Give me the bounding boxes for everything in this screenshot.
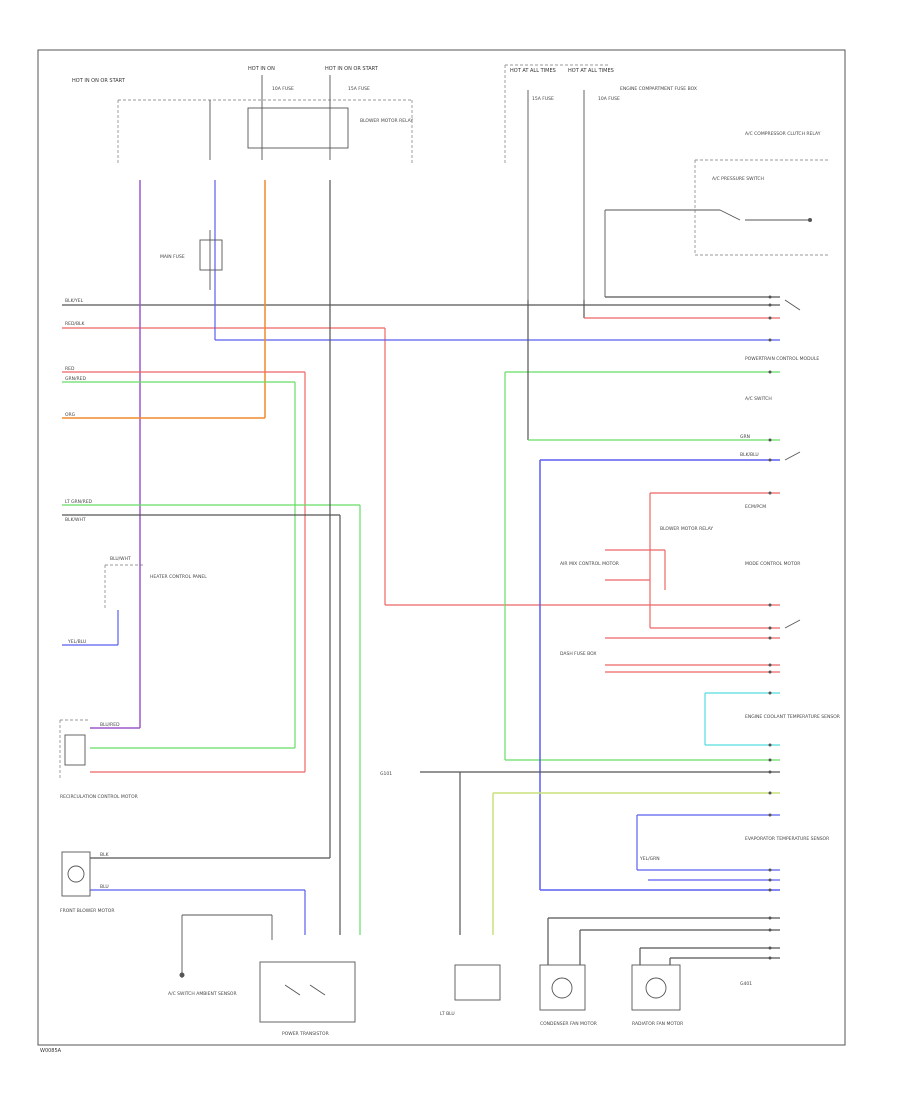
label-wire-blk-blu: BLK/BLU: [740, 452, 759, 458]
label-fuse-1: 10A FUSE: [272, 86, 294, 92]
label-wire-blk: BLK: [100, 852, 110, 858]
diagram-frame: [37, 49, 846, 1046]
front-blower-motor: FRONT BLOWER MOTOR: [60, 851, 114, 914]
label-wire-blu-wht: BLU/WHT: [110, 556, 131, 562]
label-wire-blk-yel: BLK/YEL: [65, 298, 84, 304]
label-wire-yel-blu: YEL/BLU: [67, 639, 86, 645]
label-pcm: POWERTRAIN CONTROL MODULE: [745, 356, 819, 362]
label-power-transistor: POWER TRANSISTOR: [282, 1031, 329, 1037]
right-wiring: [420, 305, 780, 965]
label-condenser-fan: CONDENSER FAN MOTOR: [540, 1021, 597, 1027]
label-ac-switch: A/C SWITCH: [745, 396, 772, 402]
right-labels: POWERTRAIN CONTROL MODULE A/C SWITCH ECM…: [380, 356, 840, 987]
label-evap-temp: EVAPORATOR TEMPERATURE SENSOR: [745, 836, 829, 842]
power-transistor: POWER TRANSISTOR: [259, 961, 356, 1037]
compressor-relay-box: A/C COMPRESSOR CLUTCH RELAY A/C PRESSURE…: [604, 131, 830, 297]
label-engine-coolant: ENGINE COOLANT TEMPERATURE SENSOR: [745, 714, 840, 720]
bus-lines: [62, 180, 780, 606]
footer-code: W0085A: [40, 1048, 62, 1054]
label-fuse-2: 15A FUSE: [348, 86, 370, 92]
label-hvac-relay: BLOWER MOTOR RELAY: [360, 118, 413, 124]
label-fuse-block-d: HOT AT ALL TIMES: [568, 68, 614, 74]
label-blower-relay: BLOWER MOTOR RELAY: [660, 526, 713, 532]
left-colored-wires: [62, 180, 361, 935]
label-fuse-4: 10A FUSE: [598, 96, 620, 102]
ac-switch-ambient: A/C SWITCH AMBIENT SENSOR: [168, 914, 273, 997]
label-wire-grn-red: GRN/RED: [65, 376, 86, 382]
label-mode-motor: MODE CONTROL MOTOR: [745, 561, 800, 567]
label-ac-pressure-switch: A/C PRESSURE SWITCH: [712, 176, 764, 182]
label-wire-yel-grn: YEL/GRN: [639, 856, 660, 862]
label-wire-red-blk: RED/BLK: [65, 321, 86, 327]
label-wire-blk-wht: BLK/WHT: [65, 517, 86, 523]
label-compressor-relay: A/C COMPRESSOR CLUTCH RELAY: [745, 131, 821, 137]
label-wire-blu: BLU: [100, 884, 109, 890]
label-wire-lt-grn: LT GRN/RED: [65, 499, 93, 505]
label-ecm-connector: ECM/PCM: [745, 504, 766, 510]
label-heater-control: HEATER CONTROL PANEL: [150, 574, 207, 580]
label-wire-lt-blu: LT BLU: [440, 1011, 455, 1017]
label-wire-grn: GRN: [740, 434, 750, 440]
label-dash-fuse-box: DASH FUSE BOX: [560, 651, 597, 657]
label-ground-g1: G401: [740, 981, 752, 987]
right-connector-terminals: [768, 295, 801, 960]
label-recirc-motor: RECIRCULATION CONTROL MOTOR: [60, 794, 138, 800]
label-fuse-block-a: HOT IN ON: [248, 66, 275, 72]
label-main-fuse: MAIN FUSE: [160, 254, 185, 260]
wire-labels: BLK/YEL RED/BLK RED GRN/RED ORG LT GRN/R…: [65, 298, 759, 890]
label-ac-switch-ambient: A/C SWITCH AMBIENT SENSOR: [168, 991, 237, 997]
label-wire-org: ORG: [65, 412, 76, 418]
fuse-section-left: HOT IN ON OR START HOT IN ON HOT IN ON O…: [72, 66, 413, 165]
condenser-fan-motor: CONDENSER FAN MOTOR: [539, 964, 597, 1027]
label-engine-comp-fuse: ENGINE COMPARTMENT FUSE BOX: [620, 86, 697, 92]
label-fuse-block-b: HOT IN ON OR START: [325, 66, 379, 72]
fuse-section-right: HOT AT ALL TIMES HOT AT ALL TIMES 15A FU…: [504, 64, 697, 300]
label-fuse-3: 15A FUSE: [532, 96, 554, 102]
engine-coolant-sensor-part: LT BLU: [440, 964, 501, 1017]
label-hot-top-left: HOT IN ON OR START: [72, 78, 126, 84]
recirc-switch-block: BLU/WHT HEATER CONTROL PANEL MAIN FUSE: [104, 230, 223, 610]
recirc-motor: RECIRCULATION CONTROL MOTOR: [59, 719, 138, 800]
label-radiator-fan: RADIATOR FAN MOTOR: [632, 1021, 683, 1027]
label-ground-g2: G101: [380, 771, 392, 777]
label-fuse-block-c: HOT AT ALL TIMES: [510, 68, 556, 74]
label-wire-blu-red: BLU/RED: [100, 722, 120, 728]
label-air-mix-motor: AIR MIX CONTROL MOTOR: [560, 561, 619, 567]
label-wire-red: RED: [65, 366, 75, 372]
radiator-fan-motor: RADIATOR FAN MOTOR: [631, 964, 683, 1027]
label-front-blower: FRONT BLOWER MOTOR: [60, 908, 114, 914]
